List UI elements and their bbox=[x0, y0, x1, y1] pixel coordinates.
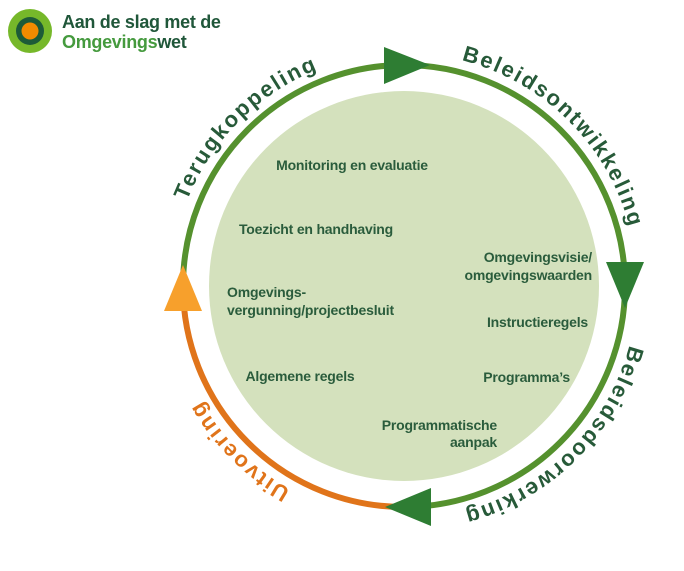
item-programmatische-aanpak-line2: aanpak bbox=[450, 434, 497, 450]
item-algemene-regels: Algemene regels bbox=[245, 368, 354, 384]
item-monitoring-en-evaluatie: Monitoring en evaluatie bbox=[276, 157, 428, 173]
cycle-ring bbox=[164, 47, 644, 526]
item-programmatische-aanpak-line1: Programmatische bbox=[382, 417, 498, 433]
logo-title-line2-dark: wet bbox=[156, 32, 186, 52]
ring-arc-orange bbox=[180, 285, 405, 510]
inner-circle bbox=[209, 91, 599, 481]
arrowhead-right-icon bbox=[606, 262, 644, 308]
logo-title-line1: Aan de slag met de bbox=[62, 12, 221, 32]
logo-title-line2-green: Omgevings bbox=[62, 32, 158, 52]
arrowhead-top-icon bbox=[384, 47, 430, 84]
item-programmas: Programma’s bbox=[483, 369, 570, 385]
cycle-items: Monitoring en evaluatie Toezicht en hand… bbox=[227, 157, 592, 450]
logo: Aan de slag met de Omgevingswet bbox=[8, 9, 221, 53]
logo-center-dot bbox=[21, 22, 39, 40]
arrowhead-left-icon bbox=[164, 265, 202, 311]
item-omgevingsvisie-line2: omgevingswaarden bbox=[464, 267, 592, 283]
ring-arc-green bbox=[180, 62, 628, 510]
item-omgevingsvisie-line1: Omgevingsvisie/ bbox=[484, 249, 593, 265]
item-toezicht-en-handhaving: Toezicht en handhaving bbox=[239, 221, 393, 237]
item-omgevingsvergunning-line1: Omgevings- bbox=[227, 284, 306, 300]
logo-title-line2: Omgevingswet bbox=[62, 32, 187, 52]
item-instructieregels: Instructieregels bbox=[487, 314, 588, 330]
arrowhead-bottom-icon bbox=[385, 488, 431, 526]
item-omgevingsvergunning-line2: vergunning/projectbesluit bbox=[227, 302, 394, 318]
